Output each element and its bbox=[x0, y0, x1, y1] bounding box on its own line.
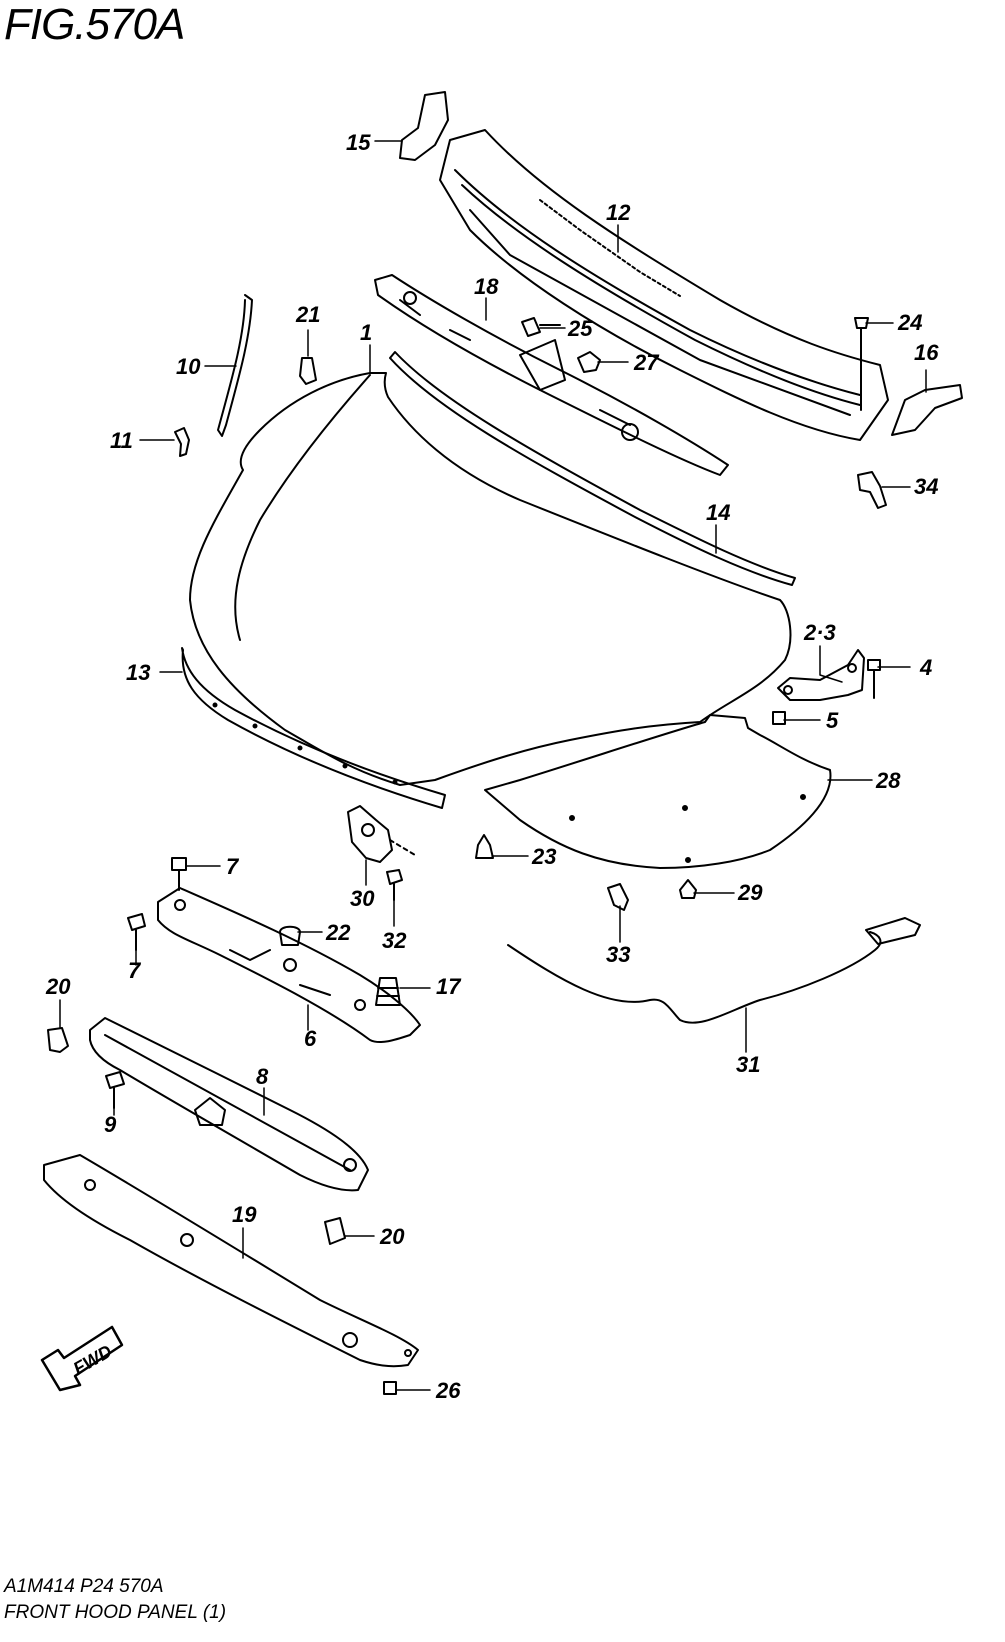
figure-code: A1M414 P24 570A bbox=[4, 1576, 164, 1597]
part-7-bolt-upper bbox=[171, 857, 187, 891]
part-11-clip bbox=[174, 427, 190, 457]
part-16-side-seal bbox=[891, 384, 963, 436]
part-17-bumper bbox=[375, 977, 401, 1006]
part-4-bolt bbox=[867, 659, 881, 699]
callout-16: 16 bbox=[914, 340, 939, 365]
callout-5: 5 bbox=[826, 708, 839, 733]
callout-17: 17 bbox=[436, 974, 462, 999]
callout-9: 9 bbox=[104, 1112, 117, 1137]
callout-30: 30 bbox=[350, 886, 375, 911]
callout-4: 4 bbox=[919, 655, 932, 680]
part-24-screw bbox=[854, 317, 869, 411]
callout-24: 24 bbox=[897, 310, 922, 335]
figure-name: FRONT HOOD PANEL (1) bbox=[4, 1602, 227, 1623]
part-12-cowl-panel bbox=[439, 129, 889, 441]
part-9-bolt bbox=[105, 1071, 125, 1109]
part-19-lower-member bbox=[43, 1154, 419, 1368]
callout-25: 25 bbox=[567, 316, 593, 341]
part-22-cushion bbox=[279, 925, 301, 946]
part-28-insulator bbox=[484, 714, 832, 869]
part-14-hood-seal bbox=[389, 351, 796, 586]
part-6-lock-support bbox=[157, 887, 421, 1044]
fwd-label: FWD bbox=[70, 1341, 115, 1379]
callout-13: 13 bbox=[126, 660, 150, 685]
callout-32: 32 bbox=[382, 928, 407, 953]
callout-19: 19 bbox=[232, 1202, 257, 1227]
callout-21: 21 bbox=[295, 302, 320, 327]
callout-20-right: 20 bbox=[379, 1224, 405, 1249]
callout-15: 15 bbox=[346, 130, 371, 155]
part-27-nut bbox=[577, 351, 601, 373]
callout-12: 12 bbox=[606, 200, 631, 225]
callout-10: 10 bbox=[176, 354, 201, 379]
part-18-cowl-bracket bbox=[374, 274, 729, 476]
callout-8: 8 bbox=[256, 1064, 269, 1089]
part-8-upper-member bbox=[89, 1017, 369, 1192]
part-2-3-hood-hinge bbox=[777, 649, 865, 701]
fwd-arrow: FWD bbox=[40, 1325, 124, 1392]
part-33-clip bbox=[607, 883, 629, 911]
callout-29: 29 bbox=[737, 880, 763, 905]
part-26-bolt bbox=[383, 1381, 397, 1395]
callout-14: 14 bbox=[706, 500, 730, 525]
callout-7-lower: 7 bbox=[128, 958, 142, 983]
part-13-front-seal bbox=[181, 647, 446, 809]
callout-28: 28 bbox=[875, 768, 901, 793]
callout-26: 26 bbox=[435, 1378, 461, 1403]
part-10-hood-stay bbox=[217, 294, 253, 437]
callout-27: 27 bbox=[633, 350, 660, 375]
part-7-bolt-lower bbox=[127, 913, 146, 951]
part-25-bolt bbox=[521, 317, 561, 337]
callout-6: 6 bbox=[304, 1026, 317, 1051]
callout-34: 34 bbox=[914, 474, 938, 499]
part-20-clip-left bbox=[47, 1027, 69, 1053]
callout-7-upper: 7 bbox=[226, 854, 240, 879]
callout-labels: 1 10 11 12 13 14 15 16 17 18 19 20 20 21… bbox=[45, 130, 939, 1403]
part-21-clip bbox=[299, 357, 317, 385]
part-5-bolt bbox=[772, 711, 786, 725]
part-1-hood-panel bbox=[189, 372, 792, 786]
callout-33: 33 bbox=[606, 942, 630, 967]
callout-20-left: 20 bbox=[45, 974, 71, 999]
part-20-clip-right bbox=[324, 1217, 346, 1245]
part-29-clip bbox=[679, 879, 697, 899]
part-23-clip bbox=[475, 834, 494, 859]
callout-31: 31 bbox=[736, 1052, 760, 1077]
part-15-side-seal bbox=[399, 91, 449, 161]
callout-18: 18 bbox=[474, 274, 499, 299]
callout-1: 1 bbox=[360, 320, 372, 345]
callout-22: 22 bbox=[325, 920, 351, 945]
part-31-release-cable bbox=[507, 917, 921, 1024]
callout-23: 23 bbox=[531, 844, 556, 869]
callout-2-3: 2·3 bbox=[803, 620, 836, 645]
leader-lines bbox=[59, 140, 927, 1391]
part-30-hood-lock bbox=[347, 805, 416, 863]
figure-title: FIG.570A bbox=[4, 0, 185, 49]
callout-11: 11 bbox=[110, 428, 133, 453]
part-32-bolt bbox=[386, 869, 403, 901]
part-34-clip bbox=[857, 471, 887, 509]
